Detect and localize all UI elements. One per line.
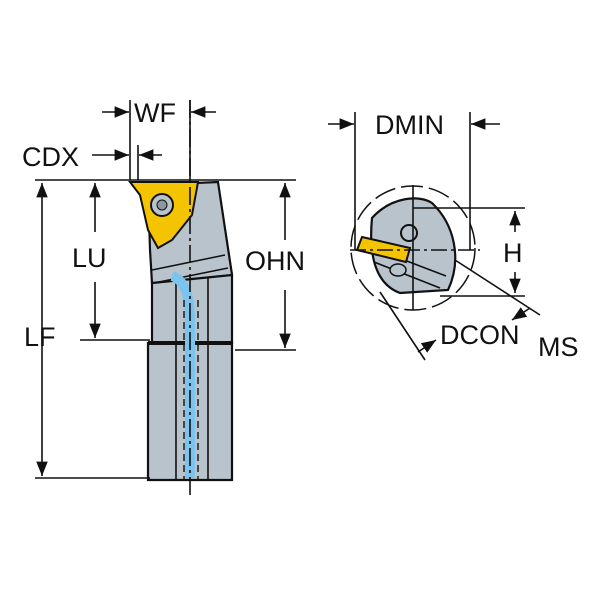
lu-label: LU: [72, 243, 107, 273]
lf-label: LF: [24, 322, 56, 352]
end-dimensions: DMIN H DCON MS: [328, 110, 579, 362]
side-view: [127, 100, 234, 495]
dcon-ms-subscript: MS: [538, 332, 579, 362]
end-view: [350, 185, 525, 311]
side-dimensions: WF CDX LU LF OHN: [22, 98, 305, 479]
dcon-label: DCON: [440, 320, 520, 350]
cdx-label: CDX: [22, 142, 79, 172]
ohn-label: OHN: [245, 246, 305, 276]
dmin-label: DMIN: [375, 110, 444, 140]
h-label: H: [503, 238, 523, 268]
wf-label: WF: [134, 98, 176, 128]
